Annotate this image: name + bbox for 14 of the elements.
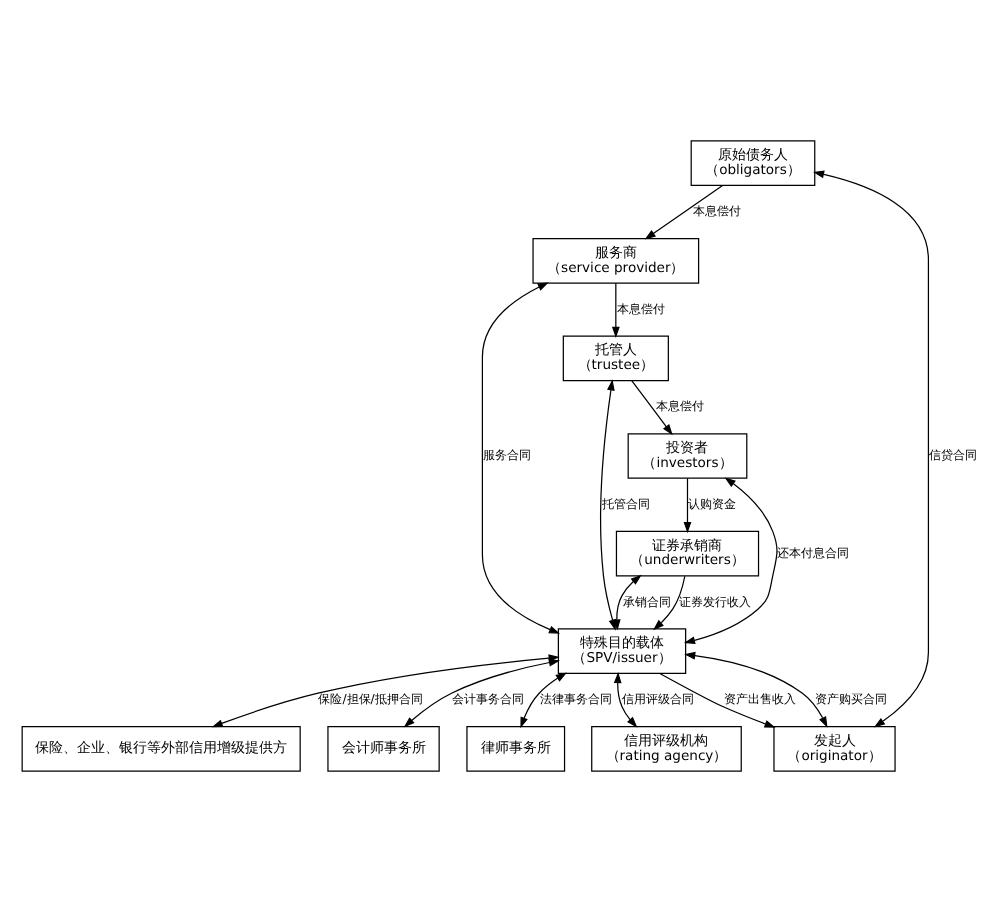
arrow	[813, 169, 930, 727]
arrow	[520, 671, 567, 728]
arrow	[659, 672, 776, 727]
arrow	[684, 650, 828, 727]
arrow	[481, 281, 561, 633]
arrow	[612, 573, 642, 630]
arrow	[653, 574, 686, 630]
arrow	[611, 281, 620, 337]
arrow	[631, 379, 673, 435]
arrow	[613, 671, 638, 727]
arrow	[683, 476, 778, 644]
arrow	[644, 183, 724, 239]
arrow	[403, 657, 561, 727]
arrow	[683, 476, 692, 533]
